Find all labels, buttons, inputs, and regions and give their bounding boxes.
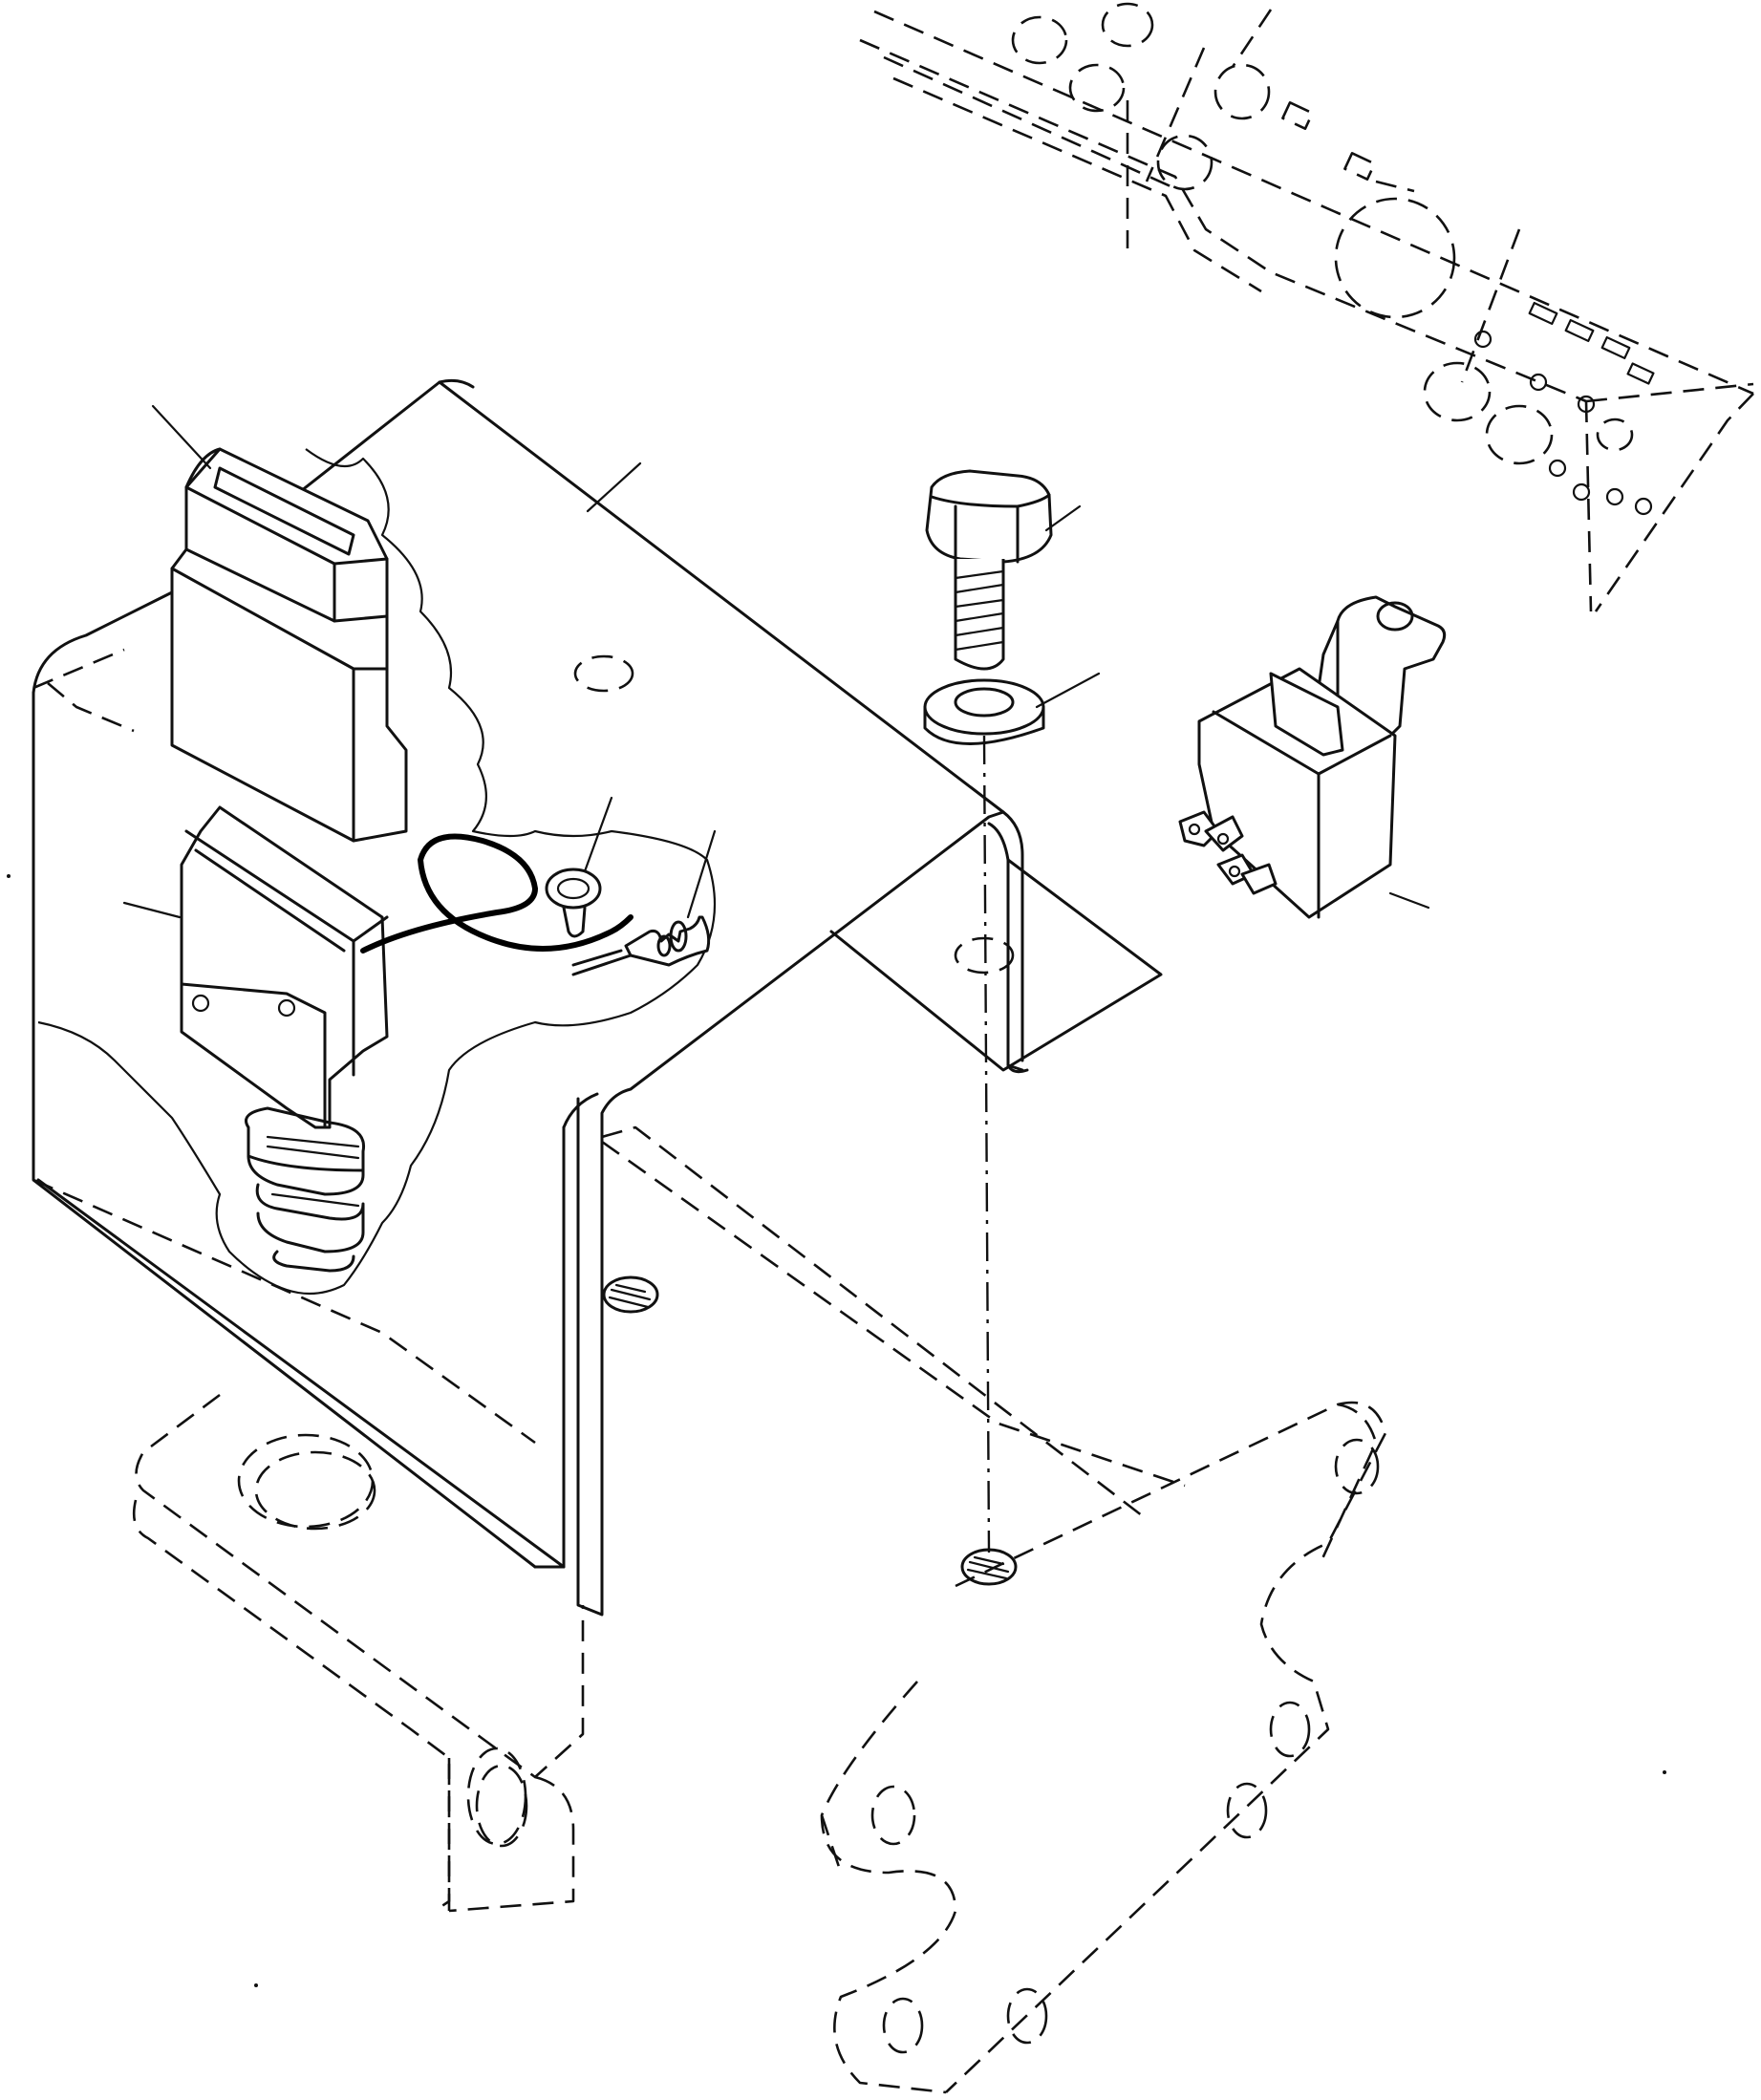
relay-box-housing — [170, 447, 408, 843]
leader-hex-bolt — [1044, 504, 1082, 532]
wire-connector — [624, 915, 711, 967]
ground-ring-terminal — [545, 868, 602, 938]
frame-rail — [859, 2, 1754, 612]
cutaway-break — [37, 448, 717, 1296]
leader-wire-connector — [686, 829, 717, 919]
leader-switch — [122, 901, 182, 919]
washer — [923, 678, 1045, 745]
speck — [1663, 1770, 1666, 1774]
callout-leaders — [122, 404, 1430, 919]
switch — [180, 805, 389, 1273]
leader-flasher-relay — [1388, 891, 1430, 910]
flasher-relay — [1178, 595, 1447, 919]
speck — [254, 1983, 258, 1987]
hex-bolt — [925, 469, 1053, 671]
speck — [7, 874, 11, 878]
lower-mount-plate — [132, 1393, 1387, 2094]
leader-washer — [1035, 672, 1101, 709]
wire-harness — [360, 833, 634, 976]
leader-mounting-bracket — [586, 461, 642, 513]
leader-ground-ring-terminal — [583, 796, 613, 873]
leader-relay-box-housing — [151, 404, 212, 470]
bolt-axis-centerline — [982, 735, 991, 1554]
mounting-bracket — [32, 378, 1186, 1617]
